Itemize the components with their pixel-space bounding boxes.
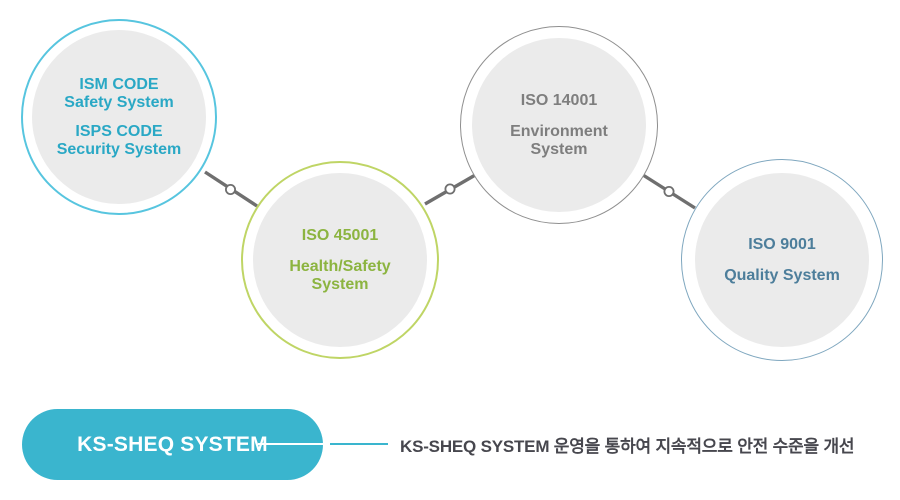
sheq-description: KS-SHEQ SYSTEM 운영을 통하여 지속적으로 안전 수준을 개선 (400, 409, 855, 480)
ism-code-group: ISM CODE Safety System (64, 76, 173, 112)
connector-node-icon (663, 185, 675, 197)
sheq-description-text: KS-SHEQ SYSTEM 운영을 통하여 지속적으로 안전 수준을 개선 (400, 437, 855, 456)
iso-45001-subtitle-line1: Health/Safety (289, 257, 391, 275)
iso-45001-title: ISO 45001 (301, 226, 379, 244)
circle-ism-isps-body: ISM CODE Safety System ISPS CODE Securit… (32, 30, 206, 204)
connector-node-icon (444, 183, 456, 195)
iso-9001-title: ISO 9001 (748, 235, 816, 253)
badge-connector-line (330, 443, 388, 445)
circle-iso-45001-body: ISO 45001 Health/Safety System (253, 173, 427, 347)
iso-45001-subtitle-line2: System (311, 275, 369, 293)
iso-14001-subtitle-line1: Environment (510, 122, 608, 140)
iso-14001-subtitle-line2: System (530, 140, 588, 158)
circle-iso-14001-body: ISO 14001 Environment System (472, 38, 646, 212)
safety-system-label: Safety System (64, 93, 174, 111)
circle-iso-9001-body: ISO 9001 Quality System (695, 173, 869, 347)
badge-dash-line (258, 443, 326, 445)
isps-code-group: ISPS CODE Security System (57, 123, 182, 159)
circle-iso-45001: ISO 45001 Health/Safety System (241, 161, 439, 359)
circle-iso-9001: ISO 9001 Quality System (681, 159, 883, 361)
isps-code-label: ISPS CODE (75, 122, 163, 140)
ism-code-label: ISM CODE (79, 75, 159, 93)
iso-9001-subtitle-line1: Quality System (724, 266, 840, 284)
circle-iso-14001: ISO 14001 Environment System (460, 26, 658, 224)
security-system-label: Security System (56, 140, 182, 158)
iso-14001-title: ISO 14001 (520, 91, 598, 109)
connector-node-icon (224, 183, 236, 195)
circle-ism-isps: ISM CODE Safety System ISPS CODE Securit… (21, 19, 217, 215)
ks-sheq-system-badge-label: KS-SHEQ SYSTEM (77, 432, 268, 456)
